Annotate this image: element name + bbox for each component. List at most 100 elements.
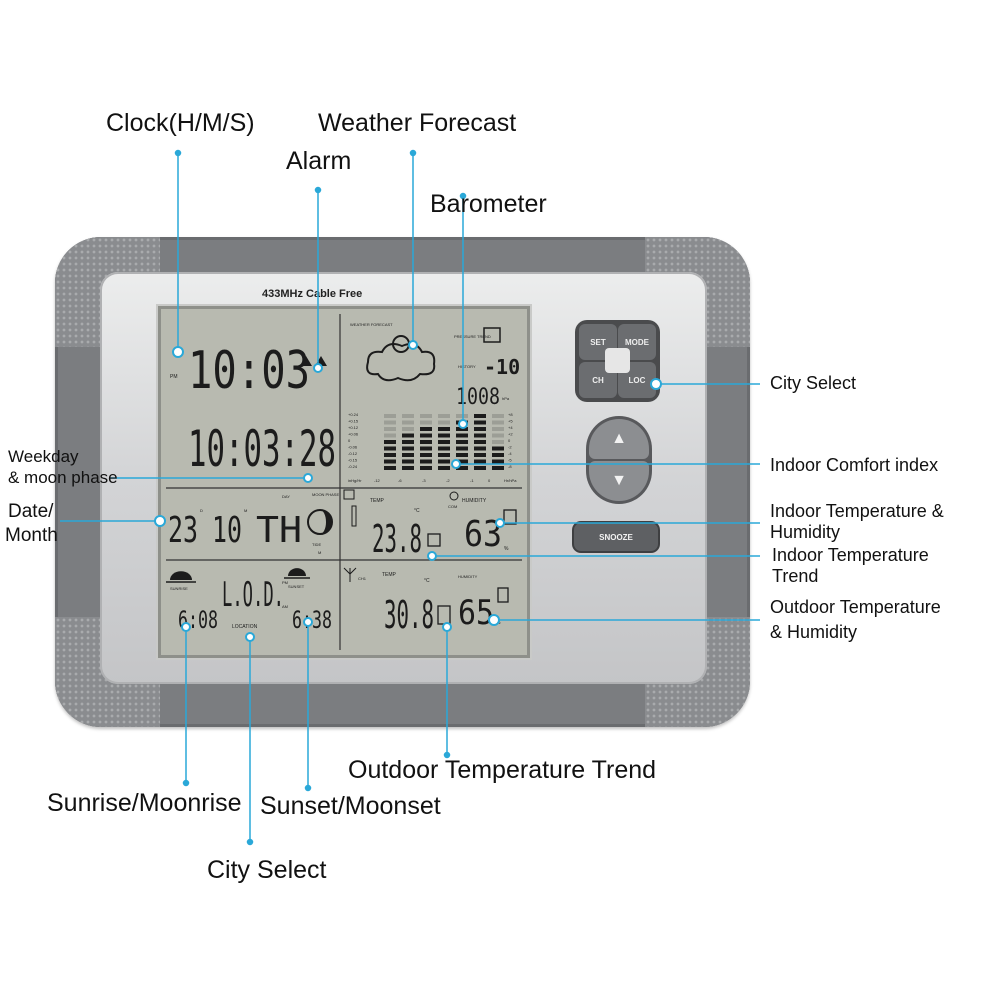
barometer-axis-tick: Hr/hPa	[504, 478, 517, 483]
lcd-com-label: COM	[448, 504, 457, 509]
barometer-bar-segment	[474, 440, 486, 444]
lcd-outdoor-unit: °C	[424, 578, 430, 584]
button-pad: SET MODE CH LOC	[575, 320, 660, 402]
leader-dot	[408, 340, 418, 350]
barometer-bar-segment	[402, 446, 414, 451]
barometer-bar-segment	[492, 453, 504, 457]
lcd-sunrise-label: SUNRISE	[170, 586, 188, 591]
indoor-humidity-trend-icon	[503, 509, 517, 525]
leader-dot	[427, 551, 437, 561]
barometer-bar-segment	[492, 446, 504, 451]
lcd-am-label: AM	[282, 604, 288, 609]
leader-dot	[314, 186, 322, 194]
barometer-axis-tick: -3	[422, 478, 426, 483]
leader-dot	[409, 149, 417, 157]
callout-outdoor-th-line2: & Humidity	[770, 622, 858, 642]
callout-sunset: Sunset/Moonset	[260, 792, 441, 820]
barometer-axis-tick: -0.12	[348, 451, 358, 456]
callout-weather-forecast: Weather Forecast	[318, 109, 517, 137]
barometer-bar-segment	[456, 414, 468, 418]
up-down-pad: ▲ ▼	[586, 416, 652, 504]
barometer-bar-segment	[438, 427, 450, 431]
lcd-pm: PM	[170, 374, 178, 380]
barometer-bar-segment	[474, 420, 486, 425]
barometer-bar-segment	[402, 459, 414, 464]
barometer-bar-segment	[384, 453, 396, 457]
lcd-location-label: LOCATION	[232, 624, 258, 630]
barometer-bar-segment	[474, 459, 486, 464]
lcd-ch-label: CH1	[358, 576, 367, 581]
leader-dot	[182, 779, 190, 787]
snooze-button[interactable]: SNOOZE	[574, 523, 658, 551]
barometer-axis-tick: -0.24	[348, 464, 358, 469]
lcd-tide-label: TIDE	[312, 542, 321, 547]
callout-outdoor-th-line1: Outdoor Temperature	[770, 597, 941, 617]
barometer-bar-segment	[402, 420, 414, 425]
leader-dot	[650, 378, 662, 390]
indoor-trend-arrow-icon	[427, 533, 441, 547]
barometer-bar-segment	[384, 440, 396, 444]
callout-indoor-comfort: Indoor Comfort index	[770, 455, 939, 475]
lcd-date-month-suffix: M	[244, 508, 247, 513]
barometer-bar-segment	[402, 453, 414, 457]
barometer-bar-segment	[492, 433, 504, 438]
brand-strip: 433MHz Cable Free	[262, 288, 363, 300]
antenna-icon	[343, 567, 357, 582]
lcd-location-code: L.O.D.	[222, 575, 284, 615]
barometer-bar-segment	[420, 453, 432, 457]
barometer-bar-segment	[438, 440, 450, 444]
barometer-axis-tick: -6	[398, 478, 402, 483]
leader-dot	[304, 784, 312, 792]
barometer-bar-segment	[492, 466, 504, 470]
callout-indoor-trend-line2: Trend	[772, 566, 819, 586]
lcd-date-day: 23	[168, 510, 198, 551]
lcd-weather-forecast-label: WEATHER FORECAST	[350, 322, 393, 327]
barometer-axis-tick: -12	[374, 478, 381, 483]
barometer-bar-segment	[420, 433, 432, 438]
barometer-bar-segment	[492, 420, 504, 425]
barometer-axis-tick: -1	[470, 478, 474, 483]
lcd-outdoor-humidity-label: HUMIDITY	[458, 574, 478, 579]
barometer-axis-tick: inHg/Hr	[348, 478, 362, 483]
barometer-bar-segment	[492, 414, 504, 418]
barometer-axis-tick: -2	[508, 445, 512, 450]
barometer-bar-segment	[492, 440, 504, 444]
moon-phase-shade	[320, 510, 332, 534]
lcd-weekday: TH	[256, 510, 302, 551]
up-button[interactable]: ▲	[589, 419, 649, 459]
leader-dot	[172, 346, 184, 358]
lcd-pressure-unit: hPa	[502, 396, 510, 401]
barometer-bar-segment	[474, 453, 486, 457]
callout-weekday-line2: & moon phase	[8, 468, 118, 487]
barometer-axis-tick: -4	[508, 451, 512, 456]
barometer-bar-segment	[384, 466, 396, 470]
barometer-bar-segment	[456, 459, 468, 464]
barometer-bar-segment	[492, 459, 504, 464]
barometer-bar-segment	[402, 440, 414, 444]
callout-barometer: Barometer	[430, 190, 547, 218]
barometer-bar-segment	[438, 446, 450, 451]
lcd-tide-value: M	[318, 550, 321, 555]
leader-dot	[181, 622, 191, 632]
lcd-time-main: 10:03	[188, 341, 310, 401]
barometer-bar-segment	[474, 414, 486, 418]
barometer-axis-tick: -0.06	[348, 445, 358, 450]
barometer-bar-segment	[474, 433, 486, 438]
outdoor-humidity-trend-icon	[497, 587, 509, 603]
barometer-bar-segment	[420, 427, 432, 431]
lcd-outdoor-temp: 30.8	[384, 593, 434, 637]
callout-sunrise: Sunrise/Moonrise	[47, 789, 242, 817]
center-button[interactable]	[605, 348, 630, 373]
lcd-outdoor-temp-label: TEMP	[382, 572, 397, 578]
lcd-history-value: -10	[484, 355, 520, 379]
barometer-bar-segment	[402, 466, 414, 470]
barometer-bar-segment	[438, 453, 450, 457]
barometer-bar-segment	[438, 466, 450, 470]
leader-dot	[246, 838, 254, 846]
callout-clock: Clock(H/M/S)	[106, 109, 255, 137]
lcd-outdoor-humidity: 65	[458, 593, 494, 633]
barometer-bar-segment	[384, 446, 396, 451]
barometer-axis-tick: +0.15	[348, 419, 359, 424]
